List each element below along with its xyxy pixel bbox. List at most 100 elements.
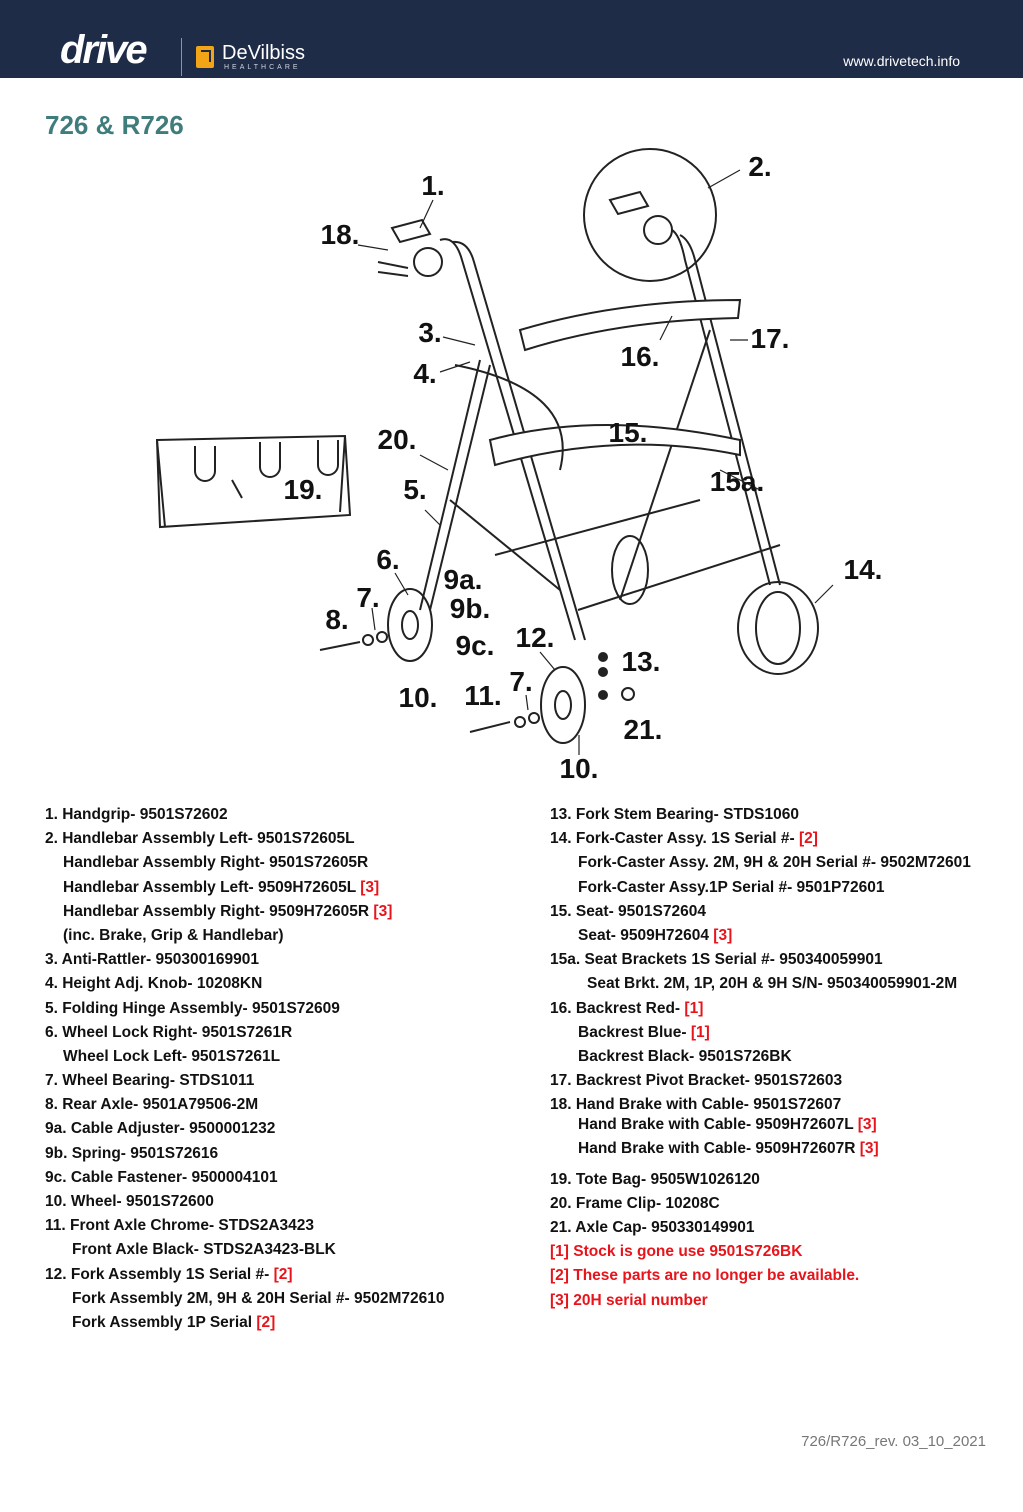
- part-line: 20. Frame Clip- 10208C: [550, 1193, 971, 1217]
- page-title: 726 & R726: [45, 110, 184, 140]
- part-text: Fork-Caster Assy. 2M, 9H & 20H Serial #-…: [578, 854, 971, 872]
- part-text: Fork Assembly 2M, 9H & 20H Serial #- 950…: [72, 1289, 445, 1307]
- frame-drawing: [419, 229, 781, 641]
- callout-15: 15.: [608, 417, 648, 448]
- part-text: Backrest Black- 9501S726BK: [578, 1047, 792, 1065]
- footnote-reference: [3]: [859, 1140, 879, 1158]
- part-line: 16. Backrest Red- [1]: [550, 998, 971, 1022]
- devilbiss-subtitle: HEALTHCARE: [224, 64, 301, 71]
- footnote: [1] Stock is gone use 9501S726BK: [550, 1241, 971, 1265]
- part-text: Hand Brake with Cable- 9509H72607R: [578, 1140, 860, 1158]
- callout-17: 17.: [750, 323, 790, 354]
- part-line: 15a. Seat Brackets 1S Serial #- 95034005…: [550, 949, 971, 973]
- part-text: 10. Wheel- 9501S72600: [45, 1193, 214, 1210]
- callout-19: 19.: [283, 474, 323, 505]
- part-text: Front Axle Black- STDS2A3423-BLK: [72, 1241, 336, 1259]
- part-line: Backrest Blue- [1]: [550, 1022, 971, 1046]
- part-text: 11. Front Axle Chrome- STDS2A3423: [45, 1217, 315, 1235]
- part-line: Fork Assembly 1P Serial [2]: [45, 1312, 444, 1336]
- part-line: 9a. Cable Adjuster- 9500001232: [45, 1118, 444, 1142]
- callout-9c: 9c.: [455, 630, 495, 661]
- part-line: Fork-Caster Assy.1P Serial #- 9501P72601: [550, 877, 971, 901]
- part-line: 4. Height Adj. Knob- 10208KN: [45, 973, 444, 997]
- footnote-reference: [3]: [857, 1116, 877, 1134]
- part-text: 21. Axle Cap- 950330149901: [550, 1219, 755, 1236]
- footnote-reference: [2]: [798, 830, 818, 848]
- part-text: 15. Seat- 9501S72604: [550, 902, 706, 920]
- part-text: [2] These parts are no longer be availab…: [550, 1267, 860, 1285]
- footnote-reference: [2]: [256, 1313, 276, 1331]
- part-text: Seat- 9509H72604: [578, 926, 714, 944]
- part-line: 1. Handgrip- 9501S72602: [45, 804, 444, 828]
- drive-logo: drive: [60, 28, 148, 72]
- part-text: 7. Wheel Bearing- STDS1011: [45, 1072, 255, 1090]
- part-text: Handlebar Assembly Right- 9501S72605R: [63, 854, 369, 872]
- part-line: 15. Seat- 9501S72604: [550, 901, 971, 925]
- part-text: (inc. Brake, Grip & Handlebar): [63, 926, 284, 944]
- devilbiss-name: DeVilbiss: [222, 42, 305, 64]
- part-line: 21. Axle Cap- 950330149901: [550, 1217, 971, 1241]
- part-text: 12. Fork Assembly 1S Serial #-: [45, 1265, 274, 1283]
- part-text: 9c. Cable Fastener- 9500004101: [45, 1168, 278, 1186]
- header-banner: drive DeVilbiss HEALTHCARE www.drivetech…: [0, 0, 1023, 78]
- callout-2: 2.: [748, 151, 772, 182]
- part-line: 13. Fork Stem Bearing- STDS1060: [550, 804, 971, 828]
- part-line: Fork Assembly 2M, 9H & 20H Serial #- 950…: [45, 1288, 444, 1312]
- part-line: Backrest Black- 9501S726BK: [550, 1046, 971, 1070]
- part-text: 20. Frame Clip- 10208C: [550, 1194, 720, 1212]
- part-line: 3. Anti-Rattler- 950300169901: [45, 949, 444, 973]
- part-line: Hand Brake with Cable- 9509H72607L [3]: [550, 1114, 971, 1138]
- callout-7-front: 7.: [509, 666, 533, 697]
- callout-20: 20.: [377, 424, 417, 455]
- part-text: 6. Wheel Lock Right- 9501S7261R: [45, 1023, 293, 1041]
- callout-13: 13.: [621, 646, 661, 677]
- part-line: 8. Rear Axle- 9501A79506-2M: [45, 1094, 444, 1118]
- part-text: 1. Handgrip- 9501S72602: [45, 806, 228, 823]
- callout-10-rear: 10.: [398, 682, 438, 713]
- footnote-reference: [3]: [713, 926, 733, 944]
- part-text: Backrest Blue-: [578, 1023, 691, 1041]
- callout-9b: 9b.: [449, 593, 491, 624]
- part-text: 9b. Spring- 9501S72616: [45, 1144, 219, 1162]
- footnote-reference: [1]: [684, 999, 704, 1017]
- callout-14: 14.: [843, 554, 883, 585]
- website-link[interactable]: www.drivetech.info: [843, 53, 960, 69]
- callout-18: 18.: [320, 219, 360, 250]
- part-text: Hand Brake with Cable- 9509H72607L: [578, 1116, 858, 1134]
- footnote: [3] 20H serial number: [550, 1290, 971, 1314]
- callout-21: 21.: [623, 714, 663, 745]
- part-line: (inc. Brake, Grip & Handlebar): [45, 925, 444, 949]
- part-line: Handlebar Assembly Left- 9509H72605L [3]: [45, 877, 444, 901]
- footnote: [2] These parts are no longer be availab…: [550, 1265, 971, 1289]
- part-text: 18. Hand Brake with Cable- 9501S72607: [550, 1096, 842, 1114]
- devilbiss-mark-icon: [196, 46, 214, 68]
- part-text: 17. Backrest Pivot Bracket- 9501S72603: [550, 1072, 843, 1090]
- part-text: 3. Anti-Rattler- 950300169901: [45, 951, 259, 969]
- wheels-drawing: [319, 535, 819, 744]
- callout-10-front: 10.: [559, 753, 599, 784]
- part-line: Fork-Caster Assy. 2M, 9H & 20H Serial #-…: [550, 852, 971, 876]
- part-line: 18. Hand Brake with Cable- 9501S72607: [550, 1094, 971, 1114]
- callout-16: 16.: [620, 341, 660, 372]
- part-line: Handlebar Assembly Right- 9509H72605R [3…: [45, 901, 444, 925]
- part-text: 9a. Cable Adjuster- 9500001232: [45, 1120, 276, 1138]
- part-line: 6. Wheel Lock Right- 9501S7261R: [45, 1022, 444, 1046]
- part-line: Seat Brkt. 2M, 1P, 20H & 9H S/N- 9503400…: [550, 973, 971, 997]
- callout-6: 6.: [376, 544, 400, 575]
- callout-3: 3.: [418, 317, 442, 348]
- tote-bag-drawing: [155, 434, 352, 529]
- part-line: Handlebar Assembly Right- 9501S72605R: [45, 852, 444, 876]
- callout-11: 11.: [464, 680, 502, 711]
- part-text: Fork-Caster Assy.1P Serial #- 9501P72601: [578, 878, 885, 896]
- part-line: Hand Brake with Cable- 9509H72607R [3]: [550, 1138, 971, 1162]
- exploded-parts-diagram: 1. 18. 2. 3. 4. 16. 17. 20. 15. 19. 5. 1…: [0, 140, 1023, 800]
- callout-5: 5.: [403, 474, 427, 505]
- part-line: 9c. Cable Fastener- 9500004101: [45, 1167, 444, 1191]
- callout-9a: 9a.: [443, 564, 483, 595]
- part-text: 8. Rear Axle- 9501A79506-2M: [45, 1096, 259, 1114]
- part-line: 9b. Spring- 9501S72616: [45, 1143, 444, 1167]
- part-line: 12. Fork Assembly 1S Serial #- [2]: [45, 1264, 444, 1288]
- part-text: 19. Tote Bag- 9505W1026120: [550, 1170, 760, 1188]
- part-text: Seat Brkt. 2M, 1P, 20H & 9H S/N- 9503400…: [587, 975, 958, 993]
